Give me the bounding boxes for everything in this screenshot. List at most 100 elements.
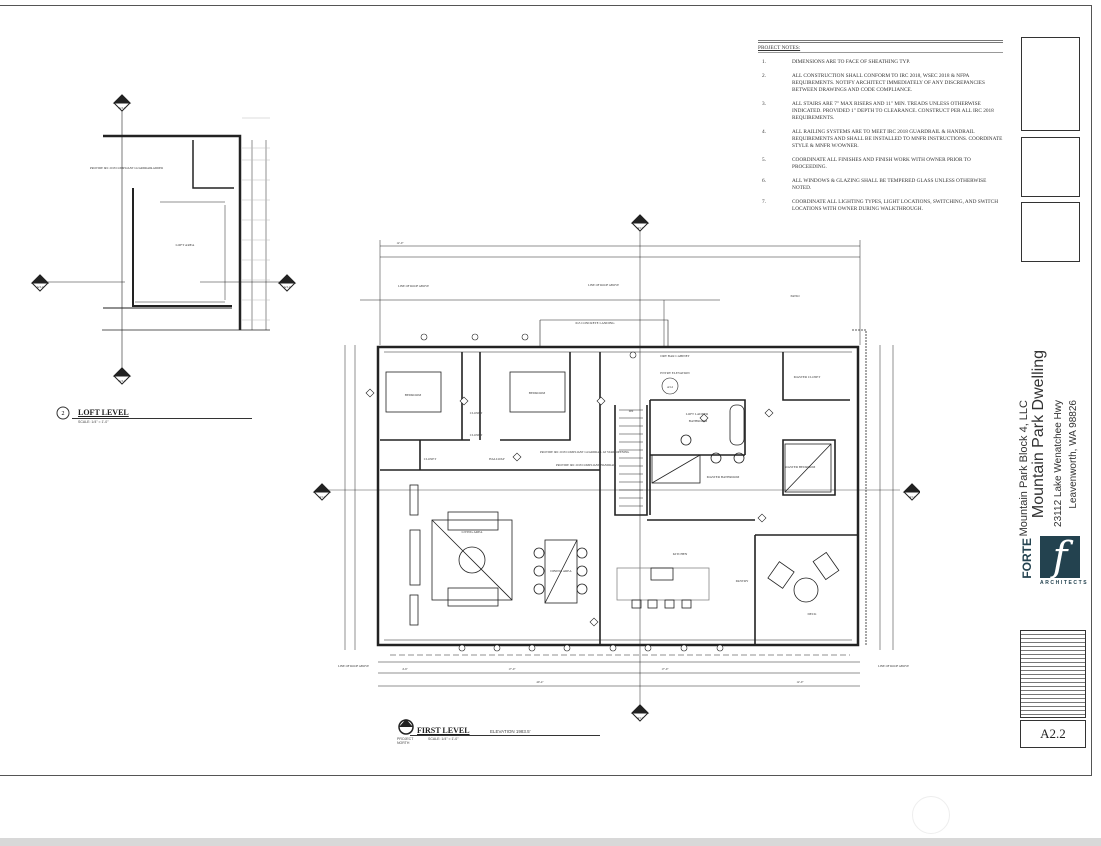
first-title-line [410,735,600,736]
entry-elevation-label: ENTRY ELEVATION [660,371,690,375]
plan-element [544,539,578,604]
hallway-label: HALLWAY [489,457,505,461]
master-bedroom-label: MASTER BEDROOM [785,465,816,469]
project-note: 2. ALL CONSTRUCTION SHALL CONFORM TO IRC … [758,73,1003,94]
plan-element [784,443,832,493]
plan-element [251,140,267,330]
plan-element: LINE OF ROOF ABOVE [398,284,429,288]
plan-element: LINE OF ROOF ABOVE [588,283,619,287]
plan-element [103,134,242,330]
plan-element [576,565,588,577]
plan-element [379,240,861,345]
furniture [385,371,840,626]
note-number: 7. [762,199,766,205]
plan-element: A3.2 [284,285,291,289]
master-bathroom-label: MASTER BATHROOM [707,475,740,479]
dimension-lines [320,225,900,710]
project-note: 3.ALL STAIRS ARE 7" MAX RISERS AND 11" M… [758,101,1003,122]
plan-element [447,511,499,531]
note-number: 4. [762,129,766,135]
loft-area-label: LOFT AREA [176,243,195,247]
patio-label: PATIO [790,294,800,298]
plan-element [661,377,679,395]
plan-element [650,567,674,581]
plan-element [30,274,50,284]
plan-element: A3.2 A3.2 A3.2 A3.2 A3.2 [319,226,916,720]
elevation-label: ELEVATION 1983.5' [490,729,531,734]
plan-element: PROVIDE IRC 2018 COMPLIANT HANDRAIL [556,463,616,467]
revision-table [1020,630,1086,718]
dining-area-label: DINING AREA [550,569,572,573]
plan-element [528,644,536,652]
pantry-label: PANTRY [736,579,749,583]
closet-label: CLOSET [470,411,482,415]
loft-level-title: LOFT LEVEL [78,408,129,417]
first-level-scale: SCALE: 1/4" = 1'-0" [428,737,459,741]
master-closet-label: MASTER CLOSET [794,375,821,379]
plan-element [589,617,599,627]
plan-element [644,644,652,652]
plan-element [664,599,675,609]
project-note: 6. ALL WINDOWS & GLAZING SHALL BE TEMPERE… [758,178,1003,192]
section-marker-icon [902,483,920,501]
interior-walls [380,352,858,645]
loft-walls [40,100,290,375]
guardrail-note: PROVIDE IRC 2018 COMPLIANT GUARDRAIL [90,166,152,170]
plan-element: 12'-0" [396,241,404,245]
sheet-number: A2.2 [1020,720,1086,748]
plan-element [630,704,650,714]
section-marker-icon [312,483,332,501]
plan-element [132,188,232,307]
plan-element [365,388,375,398]
note-number: 2. [762,73,766,79]
plan-element [384,351,852,641]
plan-element: PROVIDE IRC 2018 COMPLIANT GUARDRAIL AT … [540,450,630,454]
plan-element [757,513,767,523]
plan-element [609,644,617,652]
plan-element [471,333,479,341]
plan-element [533,583,545,595]
plan-element [242,117,270,321]
plan-element [576,583,588,595]
north-arrow-icon [398,719,414,735]
plan-element [447,587,499,607]
project-note: 5.COORDINATE ALL FINISHES AND FINISH WOR… [758,157,1003,171]
drawing-sheet [0,5,1092,776]
section-marker-icon [277,274,297,292]
note-text: ALL CONSTRUCTION SHALL CONFORM TO IRC 20… [792,73,985,93]
viewer-bottom-bar [0,838,1101,846]
note-number: 3. [762,101,766,107]
plan-element [596,396,606,406]
section-marker-icon [112,94,132,112]
note-number: 6. [762,178,766,184]
plan-element [764,408,774,418]
stair-dn-label: DN [629,409,634,413]
plan-element [420,333,428,341]
plan-element [619,409,643,507]
plan-element [563,644,571,652]
plan-element [431,519,513,601]
plan-element [716,644,724,652]
plan-element [533,547,545,559]
plan-element: A3.2 [637,716,644,720]
dimension-labels: 12'-0" 40'-4" 17'-0" 17'-0" 4'-6" 12'-0" [396,241,804,684]
loft-ladder-label: LOFT LADDER [686,412,709,416]
plan-element [733,452,745,464]
note-text: DIMENSIONS ARE TO FACE OF SHEATHING TYP. [792,59,911,65]
plan-element [312,483,332,493]
project-address-2: Leavenworth, WA 98826 [1068,400,1079,509]
project-name: Mountain Park Dwelling [1030,350,1047,519]
plan-element: A3.2 [119,106,126,110]
bedroom-label: BEDROOM [529,391,546,395]
project-notes: PROJECT NOTES: 1.DIMENSIONS ARE TO FACE … [758,40,1003,220]
note-text: ALL WINDOWS & GLAZING SHALL BE TEMPERED … [792,178,987,191]
plan-element [112,367,132,377]
loft-plan-drawing: A3.2 A3.2 A3.2 A3.2 LOFT AREA PROVIDE IR… [30,94,297,385]
project-note: 4.ALL RAILING SYSTEMS ARE TO MEET IRC 20… [758,129,1003,150]
closet-label: CLOSET [424,457,436,461]
ladder-note: LADDER [151,166,163,170]
plan-element [784,443,832,493]
plan-element [631,599,642,609]
view-marker-icon: 2 [56,406,70,420]
plan-element [56,406,70,420]
